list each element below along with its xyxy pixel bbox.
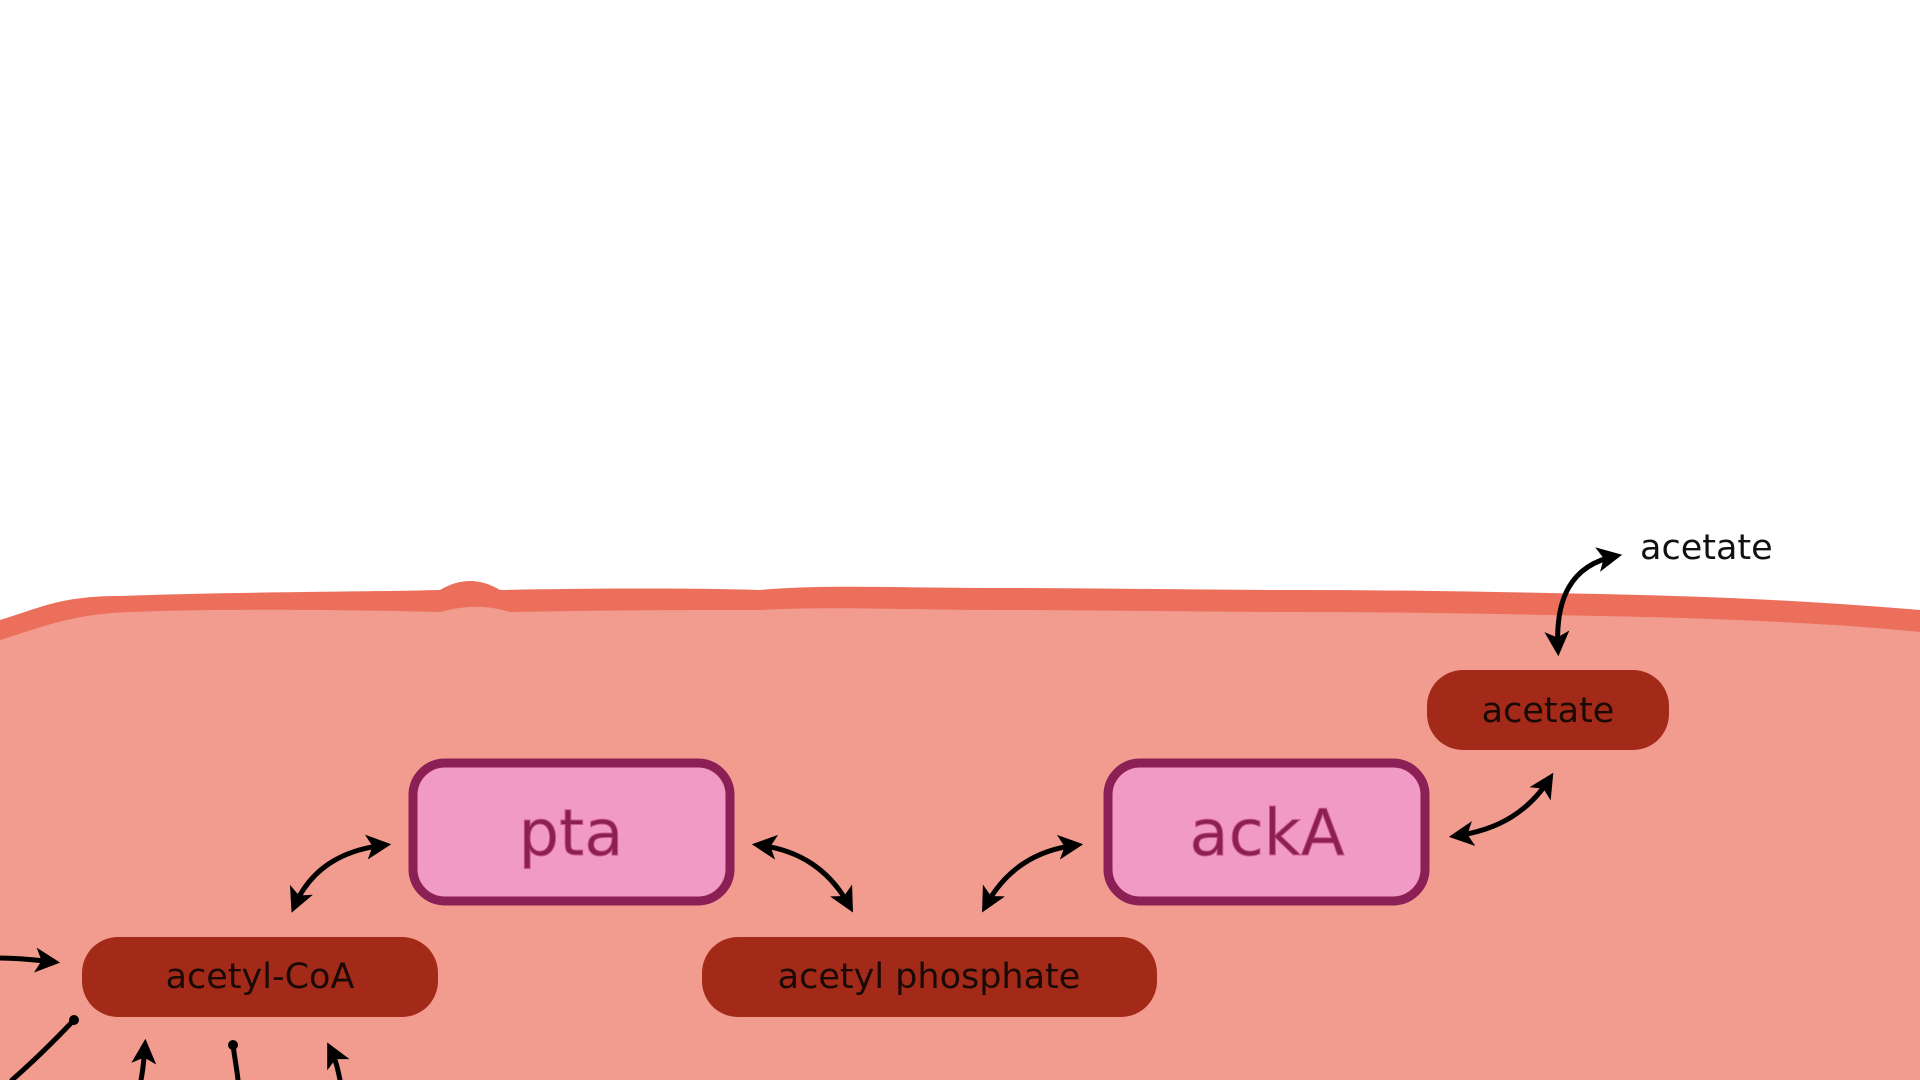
arrow-incoming-left	[0, 947, 61, 973]
enzyme-acka: ackA	[1103, 758, 1430, 906]
acetate-inside-node	[1427, 670, 1669, 750]
arrow-incoming-bottom-1	[131, 1038, 157, 1080]
arrow-acetylphosphate-acka	[982, 834, 1084, 913]
acka-label: ackA	[1189, 797, 1344, 871]
arrow-acetate-export	[1544, 547, 1623, 657]
metabolite-acetyl-phosphate: acetyl phosphate	[702, 937, 1157, 1017]
branch-dot-bottom	[228, 1040, 238, 1050]
acetate-inside-label: acetate	[1482, 691, 1615, 731]
acetyl-coa-label: acetyl-CoA	[166, 957, 355, 997]
arrow-incoming-bottom-2	[327, 1042, 350, 1080]
arrow-acetylcoa-pta	[289, 834, 392, 913]
acetate-outside-label: acetate	[1640, 528, 1773, 568]
acetyl-coa-node	[82, 937, 438, 1017]
pta-label: pta	[519, 797, 624, 871]
acetyl-phosphate-label: acetyl phosphate	[778, 957, 1081, 997]
arrow-acka-acetate	[1448, 772, 1554, 846]
branch-dot-left	[69, 1015, 79, 1025]
metabolite-acetate-inside: acetate	[1427, 670, 1669, 750]
acetyl-phosphate-node	[702, 937, 1157, 1017]
acka-box	[1103, 758, 1430, 906]
arrow-outgoing-left-down	[9, 1017, 77, 1080]
metabolite-acetyl-coa: acetyl-CoA	[82, 937, 438, 1017]
pta-box	[408, 758, 735, 906]
arrow-pta-acetylphosphate	[751, 834, 853, 913]
enzyme-pta: pta	[408, 758, 735, 906]
